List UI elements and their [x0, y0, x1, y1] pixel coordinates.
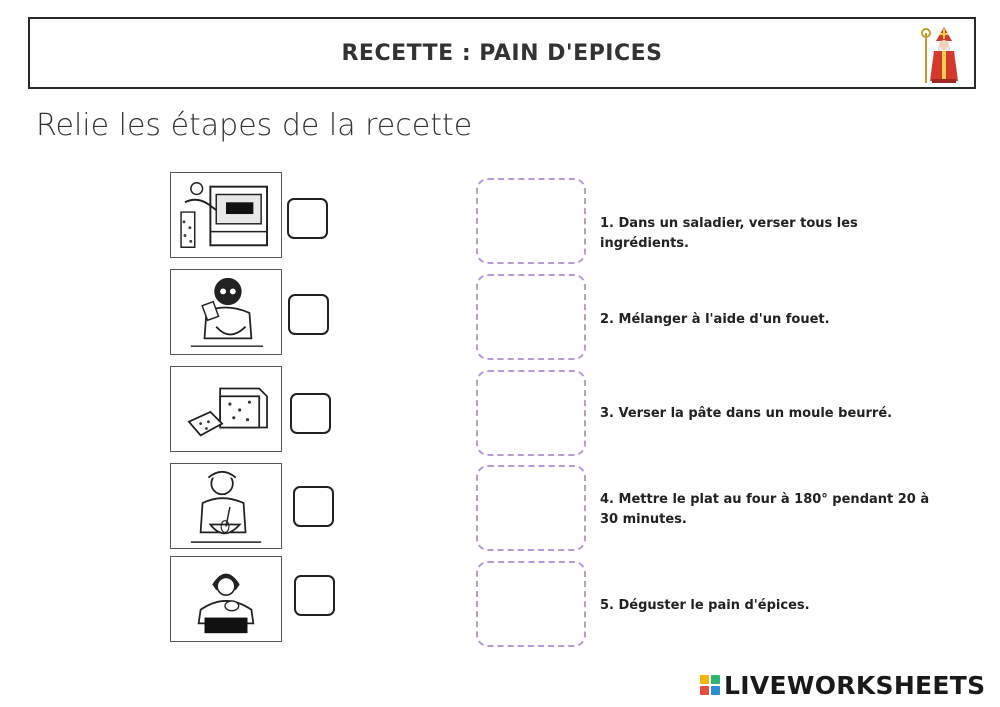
picture-gingerbread[interactable]: [170, 366, 282, 452]
answer-box-5[interactable]: [294, 575, 335, 616]
drop-zone-3[interactable]: [476, 370, 586, 456]
whisking-icon: [190, 470, 262, 543]
picture-eating[interactable]: [170, 556, 282, 642]
liveworksheets-logo[interactable]: LIVEWORKSHEETS: [700, 670, 985, 700]
bishop-icon: [921, 27, 958, 83]
eating-icon: [197, 573, 255, 634]
picture-whisking[interactable]: [170, 463, 282, 549]
answer-box-2[interactable]: [288, 294, 329, 335]
step-text-3: 3. Verser la pâte dans un moule beurré.: [600, 406, 893, 421]
title-box: RECETTE : PAIN D'EPICES: [28, 17, 976, 89]
drop-zone-1[interactable]: [476, 178, 586, 264]
picture-oven[interactable]: [170, 172, 282, 258]
logo-square: [711, 675, 720, 684]
logo-square: [711, 686, 720, 695]
step-text-5: 5. Déguster le pain d'épices.: [600, 598, 810, 613]
answer-box-1[interactable]: [287, 198, 328, 239]
instruction-text: Relie les étapes de la recette: [36, 108, 473, 143]
answer-box-4[interactable]: [293, 486, 334, 527]
answer-box-3[interactable]: [290, 393, 331, 434]
logo-text: LIVEWORKSHEETS: [724, 670, 986, 700]
gingerbread-icon: [187, 387, 268, 437]
logo-square: [700, 675, 709, 684]
picture-pouring[interactable]: [170, 269, 282, 355]
step-text-2: 2. Mélanger à l'aide d'un fouet.: [600, 312, 830, 327]
drop-zone-4[interactable]: [476, 465, 586, 551]
logo-square: [700, 686, 709, 695]
oven-icon: [180, 182, 268, 248]
drop-zone-5[interactable]: [476, 561, 586, 647]
step-text-4: 4. Mettre le plat au four à 180° pendant…: [600, 492, 930, 527]
logo-squares-icon: [700, 675, 720, 695]
drop-zone-2[interactable]: [476, 274, 586, 360]
page-title: RECETTE : PAIN D'EPICES: [341, 41, 663, 66]
pouring-icon: [190, 277, 264, 347]
step-text-1: 1. Dans un saladier, verser tous les ing…: [600, 216, 858, 251]
